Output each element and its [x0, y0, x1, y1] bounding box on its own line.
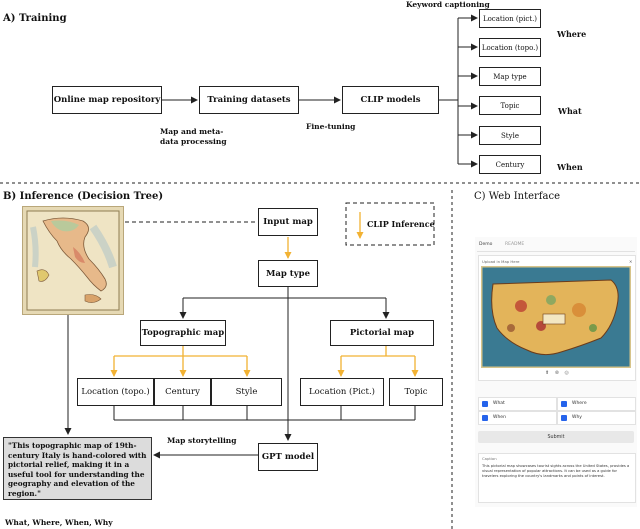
- us-pictorial-map-image: [481, 266, 631, 368]
- what-where-when-why-label: What, Where, When, Why: [5, 518, 113, 527]
- keyword-box-map-type: Map type: [479, 67, 541, 86]
- section-title-web: C) Web Interface: [474, 191, 560, 202]
- tab-demo[interactable]: Demo: [479, 242, 493, 247]
- section-title-inference: B) Inference (Decision Tree): [3, 191, 164, 202]
- check-icon: [561, 415, 567, 421]
- century-box: Century: [154, 378, 211, 406]
- location-topo-box: Location (topo.): [77, 378, 154, 406]
- keyword-box-location-pict: Location (pict.): [479, 9, 541, 28]
- keyword-box-style: Style: [479, 126, 541, 145]
- map-storytelling-label: Map storytelling: [167, 436, 237, 445]
- clip-models-box: CLIP models: [342, 86, 439, 114]
- keyword-box-century: Century: [479, 155, 541, 174]
- keyword-box-topic: Topic: [479, 96, 541, 115]
- map-type-box: Map type: [258, 260, 318, 287]
- caption-text: This pictorial map showcases tourist sig…: [482, 464, 630, 478]
- caption-panel: Caption This pictorial map showcases tou…: [478, 453, 636, 503]
- clip-inference-legend: CLIP Inference: [367, 219, 435, 229]
- checkbox-label: When: [493, 415, 506, 420]
- upload-label: Upload in Map Here: [482, 259, 520, 264]
- map-meta-label-line1: Map and meta-: [160, 127, 224, 136]
- close-icon[interactable]: ✕: [629, 259, 633, 264]
- web-interface-screenshot: Demo README Upload in Map Here ✕ ⬆ ⊗ ◎ W…: [475, 237, 637, 507]
- tab-divider: [477, 251, 635, 252]
- checkbox-where[interactable]: Where: [557, 397, 636, 411]
- section-title-training: A) Training: [3, 13, 67, 24]
- input-map-box: Input map: [258, 208, 318, 236]
- map-meta-label-line2: data processing: [160, 137, 227, 146]
- style-box: Style: [211, 378, 282, 406]
- caption-label: Caption: [482, 456, 497, 461]
- checkbox-what[interactable]: What: [478, 397, 557, 411]
- upload-panel[interactable]: Upload in Map Here ✕ ⬆ ⊗ ◎: [478, 255, 636, 381]
- when-label: When: [557, 162, 583, 172]
- gpt-model-box: GPT model: [258, 443, 318, 471]
- italy-map-image: [22, 206, 124, 315]
- checkbox-label: What: [493, 401, 505, 406]
- check-icon: [482, 415, 488, 421]
- online-map-repository-box: Online map repository: [52, 86, 162, 114]
- check-icon: [561, 401, 567, 407]
- checkbox-label: Why: [572, 415, 582, 420]
- us-map-drawing: [481, 266, 631, 368]
- image-toolbar-icons[interactable]: ⬆ ⊗ ◎: [545, 370, 571, 376]
- training-datasets-box: Training datasets: [199, 86, 299, 114]
- pictorial-map-box: Pictorial map: [330, 320, 434, 346]
- topic-box: Topic: [389, 378, 443, 406]
- check-icon: [482, 401, 488, 407]
- fine-tuning-label: Fine-tuning: [306, 122, 356, 131]
- keyword-box-location-topo: Location (topo.): [479, 38, 541, 57]
- storytelling-quote-box: "This topographic map of 19th-century It…: [3, 437, 152, 500]
- location-pict-box: Location (Pict.): [300, 378, 384, 406]
- submit-button[interactable]: Submit: [478, 431, 634, 443]
- topographic-map-box: Topographic map: [140, 320, 226, 346]
- what-label: What: [558, 106, 582, 116]
- checkbox-why[interactable]: Why: [557, 411, 636, 425]
- tab-readme[interactable]: README: [505, 242, 525, 247]
- checkbox-label: Where: [572, 401, 587, 406]
- where-label: Where: [557, 29, 587, 39]
- keyword-captioning-label: Keyword captioning: [406, 0, 490, 9]
- italy-map-drawing: [26, 210, 120, 311]
- checkbox-when[interactable]: When: [478, 411, 557, 425]
